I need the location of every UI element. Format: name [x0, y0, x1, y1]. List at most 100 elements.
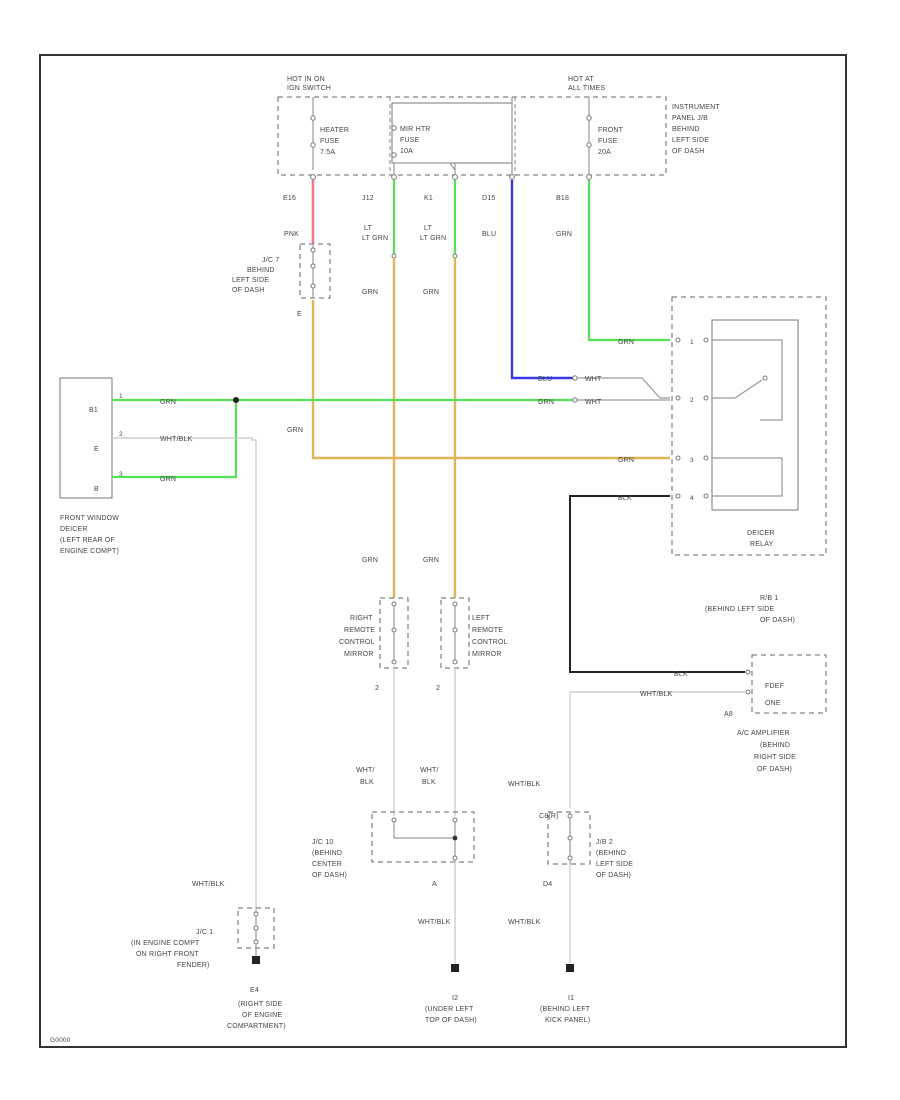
svg-text:OF ENGINE: OF ENGINE [242, 1012, 282, 1019]
relay-coil-icon [712, 457, 783, 497]
wht-label-a: WHT [585, 376, 602, 383]
svg-text:LEFT: LEFT [472, 615, 490, 622]
jc7-label: J/C 7 BEHIND LEFT SIDE OF DASH [232, 257, 279, 294]
svg-text:FENDER): FENDER) [177, 962, 210, 969]
grn-label-4: GRN [423, 557, 439, 564]
wire-color-grn: GRN [556, 231, 572, 238]
instrument-panel-jb-label: INSTRUMENT PANEL J/B BEHIND LEFT SIDE OF… [672, 104, 720, 155]
grn-wire-jc7-to-relay [311, 300, 670, 460]
mirror-fuse-icon [391, 125, 397, 158]
svg-text:OF DASH): OF DASH) [312, 872, 347, 879]
svg-text:FRONT: FRONT [598, 127, 624, 134]
svg-text:REMOTE: REMOTE [344, 627, 375, 634]
front-window-deicer-label: FRONT WINDOW DEICER (LEFT REAR OF ENGINE… [60, 515, 119, 555]
svg-text:OF DASH): OF DASH) [757, 766, 792, 773]
grn-label-9: GRN [160, 476, 176, 483]
svg-text:J/C 7: J/C 7 [262, 257, 279, 264]
svg-text:7.5A: 7.5A [320, 149, 335, 156]
svg-text:A/C AMPLIFIER: A/C AMPLIFIER [737, 730, 790, 737]
svg-text:(BEHIND LEFT: (BEHIND LEFT [540, 1006, 591, 1013]
pin-label-e16: E16 [283, 195, 296, 202]
svg-text:PANEL J/B: PANEL J/B [672, 115, 708, 122]
front-window-deicer-box [59, 377, 113, 499]
svg-text:ENGINE COMPT): ENGINE COMPT) [60, 548, 119, 555]
right-mirror-label: RIGHT REMOTE CONTROL MIRROR [339, 615, 375, 658]
svg-text:FUSE: FUSE [598, 138, 618, 145]
blk-label-ac: BLK [674, 671, 688, 678]
deicer-pin-num-3: 3 [119, 471, 123, 478]
wire-color-ltgrn-2a: LT [424, 225, 433, 232]
svg-text:ON RIGHT FRONT: ON RIGHT FRONT [136, 951, 199, 958]
svg-text:BEHIND: BEHIND [247, 267, 275, 274]
deicer-pin-num-2: 2 [119, 431, 123, 438]
jb2-label: J/B 2 (BEHIND LEFT SIDE OF DASH) [596, 839, 633, 879]
svg-text:DEICER: DEICER [60, 526, 88, 533]
jc7-outline [299, 243, 331, 299]
jc10-pin-a: A [432, 881, 437, 888]
pin-label-d15: D15 [482, 195, 495, 202]
svg-text:(BEHIND: (BEHIND [312, 850, 342, 857]
svg-text:(BEHIND: (BEHIND [760, 742, 790, 749]
wht-blk-label-left-mirror: WHT/ BLK [420, 767, 439, 786]
svg-text:CENTER: CENTER [312, 861, 342, 868]
svg-text:HEATER: HEATER [320, 127, 349, 134]
svg-text:FUSE: FUSE [320, 138, 340, 145]
grn-label-6: GRN [618, 457, 634, 464]
svg-text:(BEHIND LEFT SIDE: (BEHIND LEFT SIDE [705, 606, 775, 613]
svg-text:BLK: BLK [422, 779, 436, 786]
svg-text:LEFT SIDE: LEFT SIDE [596, 861, 633, 868]
wht-blk-label-i2: WHT/BLK [418, 919, 451, 926]
svg-text:RIGHT: RIGHT [350, 615, 373, 622]
svg-text:CONTROL: CONTROL [339, 639, 375, 646]
svg-text:(UNDER LEFT: (UNDER LEFT [425, 1006, 474, 1013]
front-fuse-icon [586, 115, 592, 148]
ac-amp-one: ONE [765, 700, 781, 707]
grn-wire-front-fuse-to-relay [587, 180, 670, 342]
svg-text:FUSE: FUSE [400, 137, 420, 144]
fuse-box-right-line1: HOT AT [568, 76, 594, 83]
ground-i1-icon [566, 964, 574, 972]
svg-text:COMPARTMENT): COMPARTMENT) [227, 1023, 286, 1030]
svg-text:I2: I2 [452, 995, 458, 1002]
fuse-box-outline [277, 96, 667, 176]
svg-text:(RIGHT SIDE: (RIGHT SIDE [238, 1001, 283, 1008]
pin-label-k1: K1 [424, 195, 433, 202]
wire-color-ltgrn-2: LT GRN [420, 235, 446, 242]
relay-switch-icon [712, 379, 763, 399]
grn-label-8: GRN [160, 399, 176, 406]
rb1-label: R/B 1 (BEHIND LEFT SIDE OF DASH) [705, 595, 795, 624]
deicer-relay-box [711, 319, 799, 511]
grn-label-7: GRN [618, 339, 634, 346]
relay-pin-2: 2 [690, 397, 694, 404]
svg-text:OF DASH: OF DASH [672, 148, 705, 155]
svg-text:OF DASH): OF DASH) [596, 872, 631, 879]
svg-text:LEFT SIDE: LEFT SIDE [232, 277, 269, 284]
wht-blk-label-ac: WHT/BLK [640, 691, 673, 698]
wire-color-pnk: PNK [284, 231, 299, 238]
grn-label-2: GRN [423, 289, 439, 296]
svg-text:BEHIND: BEHIND [672, 126, 700, 133]
svg-text:J/C 10: J/C 10 [312, 839, 333, 846]
svg-text:(BEHIND: (BEHIND [596, 850, 626, 857]
wire-color-ltgrn-1: LT GRN [362, 235, 388, 242]
wht-blk-label-e4: WHT/BLK [192, 881, 225, 888]
svg-text:J/B 2: J/B 2 [596, 839, 613, 846]
relay-pin-1: 1 [690, 339, 694, 346]
svg-text:RIGHT SIDE: RIGHT SIDE [754, 754, 796, 761]
jb2-pin-bot: D4 [543, 881, 552, 888]
wht-blk-label-deicer: WHT/BLK [160, 436, 193, 443]
svg-text:20A: 20A [598, 149, 611, 156]
front-fuse-label: FRONT FUSE 20A [598, 127, 624, 156]
ac-amplifier-outline [751, 654, 827, 714]
ground-i1-label: I1 (BEHIND LEFT KICK PANEL) [540, 995, 591, 1024]
relay-pin-4: 4 [690, 495, 694, 502]
svg-text:KICK PANEL): KICK PANEL) [545, 1017, 590, 1024]
right-mirror-pin: 2 [375, 685, 379, 692]
svg-text:WHT/: WHT/ [420, 767, 439, 774]
svg-text:FRONT WINDOW: FRONT WINDOW [60, 515, 119, 522]
svg-text:OF DASH): OF DASH) [760, 617, 795, 624]
jc7-pin-e: E [297, 311, 302, 318]
svg-text:R/B 1: R/B 1 [760, 595, 779, 602]
ac-amp-pin: A8 [724, 711, 733, 718]
